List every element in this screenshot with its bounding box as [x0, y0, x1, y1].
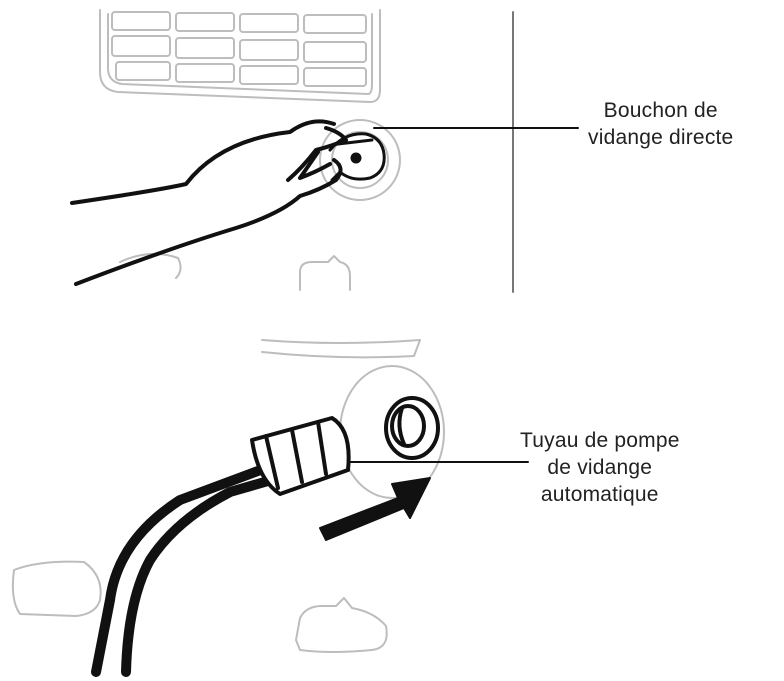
drain-plug-callout: Bouchon de vidange directe [588, 97, 733, 151]
pump-hose-label-line2: de vidange [547, 456, 653, 479]
drain-plug-label-line1: Bouchon de [603, 99, 718, 122]
caster-foot-top [119, 252, 351, 291]
hose-coupling [250, 416, 351, 496]
drain-plug-label-line2: vidange directe [588, 126, 734, 149]
drain-hose-icon [91, 451, 311, 677]
air-filter-grille [99, 9, 381, 103]
pump-hose-callout: Tuyau de pompe de vidange automatique [520, 427, 680, 508]
hand-icon [70, 119, 348, 286]
pump-hose-label-line3: automatique [540, 483, 659, 506]
hose-fitting [384, 396, 440, 460]
caster-foot-bottom [11, 560, 388, 653]
arrow-icon [319, 477, 431, 541]
grille-edge [261, 339, 421, 359]
pump-hose-label-line1: Tuyau de pompe [520, 429, 680, 452]
